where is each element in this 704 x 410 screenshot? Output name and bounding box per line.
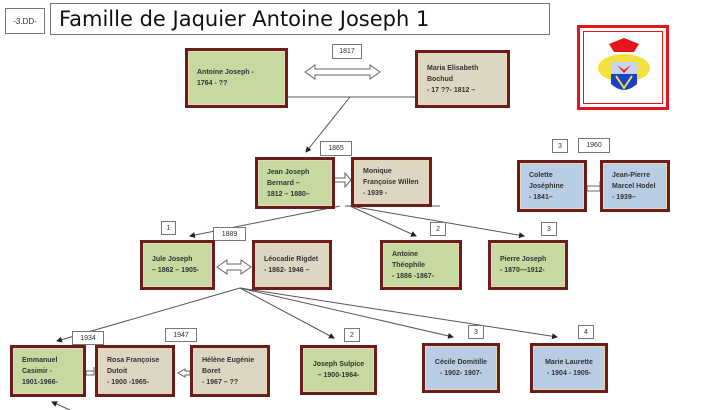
person-name: Pierre Joseph [500, 256, 547, 263]
person-jule-joseph[interactable]: Jule Joseph – 1862 – 1905- [140, 240, 215, 290]
person-name: Dutoit [107, 367, 128, 375]
person-dates: - 17 ??- 1812 – [427, 86, 476, 94]
person-name: Monique [363, 167, 392, 175]
double-arrow-icon [85, 64, 601, 378]
person-dates: 1812 – 1880– [267, 190, 310, 198]
person-joseph-sulpice[interactable]: Joseph Sulpice – 1900-1964- [300, 345, 377, 395]
person-dates: - 1862- 1946 – [264, 267, 310, 274]
person-name: Bernard – [267, 179, 300, 187]
person-name: Léocadie Rigdet [264, 256, 319, 263]
person-name: Maria Elisabeth [427, 64, 479, 72]
person-dates: - 1939 - [363, 189, 388, 197]
person-pierre-joseph[interactable]: Pierre Joseph - 1870—1912- [488, 240, 568, 290]
person-name: Bochud [427, 75, 454, 83]
marriage-year-label: 1947 [165, 328, 197, 342]
coat-of-arms [577, 25, 669, 110]
person-name: Jule Joseph [152, 256, 193, 263]
page-code: -3.DD- [5, 8, 45, 34]
person-antoine-joseph[interactable]: Antoine Joseph - 1764 - ?? [185, 48, 288, 108]
person-name: Rosa Françoise [107, 356, 160, 364]
person-dates: - 1939– [612, 193, 636, 201]
person-name: Hélène Eugénie [202, 356, 255, 364]
person-dates: 1764 - ?? [197, 80, 228, 87]
marriage-year-label: 1960 [578, 138, 610, 153]
person-dates: - 1841– [529, 193, 553, 201]
person-dates: - 1870—1912- [500, 267, 545, 274]
person-name: Cécile Domitille [434, 359, 488, 366]
child-number-label: 3 [541, 222, 557, 236]
child-number-label: 1 [161, 221, 176, 235]
page-title: Famille de Jaquier Antoine Joseph 1 [50, 3, 550, 35]
person-name: Antoine Joseph - [197, 69, 254, 76]
person-dates: - 1886 -1867- [392, 272, 435, 280]
child-number-label: 3 [552, 139, 568, 153]
person-name: Jean-Pierre [612, 171, 651, 179]
person-name: Théophile [392, 261, 426, 269]
person-name: Boret [202, 367, 221, 375]
person-dates: - 1967 – ?? [202, 378, 239, 386]
person-dates: - 1902- 1907- [439, 370, 483, 377]
person-name: Jean Joseph [267, 168, 310, 176]
person-name: Emmanuel [22, 356, 58, 364]
person-leocadie[interactable]: Léocadie Rigdet - 1862- 1946 – [252, 240, 332, 290]
person-dates: – 1900-1964- [317, 372, 360, 379]
person-dates: - 1900 -1965- [107, 378, 150, 386]
person-name: Joseph Sulpice [312, 361, 365, 368]
marriage-year-label: 1889 [213, 227, 246, 241]
person-name: Antoine [392, 250, 419, 258]
person-cecile[interactable]: Cécile Domitille - 1902- 1907- [422, 343, 500, 393]
person-name: Joséphine [529, 182, 564, 190]
person-name: Françoise Willen [363, 178, 419, 186]
child-number-label: 3 [468, 325, 484, 339]
person-name: Casimir - [22, 367, 52, 375]
person-name: Marie Laurette [545, 359, 593, 366]
child-number-label: 2 [430, 222, 446, 236]
child-number-label: 2 [344, 328, 360, 342]
person-dates: – 1862 – 1905- [152, 267, 200, 274]
person-name: Marcel Hodel [612, 182, 656, 190]
person-dates: - 1904 - 1905- [547, 370, 591, 377]
child-number-label: 4 [578, 325, 594, 339]
marriage-year-label: 1817 [332, 44, 362, 59]
marriage-year-label: 1934 [72, 331, 104, 345]
crest-icon [598, 38, 650, 90]
marriage-year-label: 1865 [320, 141, 352, 156]
person-dates: 1901-1966- [22, 378, 58, 386]
person-name: Colette [529, 171, 553, 179]
person-marie-laurette[interactable]: Marie Laurette - 1904 - 1905- [530, 343, 608, 393]
